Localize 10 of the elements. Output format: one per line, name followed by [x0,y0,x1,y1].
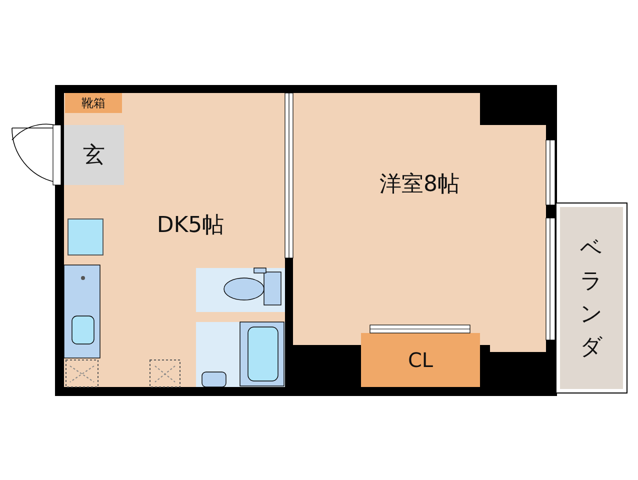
room-label: 靴箱 [82,94,106,112]
room-label: 玄 [83,142,105,170]
room-label: 洋室8帖 [380,171,460,199]
closet-floor [361,333,480,387]
room-label: CL [408,348,434,372]
shoe-cabinet [65,93,122,113]
room-label: DK5帖 [156,212,224,240]
entrance-floor [64,125,124,185]
room-floor [293,93,546,345]
room-label: ベランダ [579,235,604,362]
